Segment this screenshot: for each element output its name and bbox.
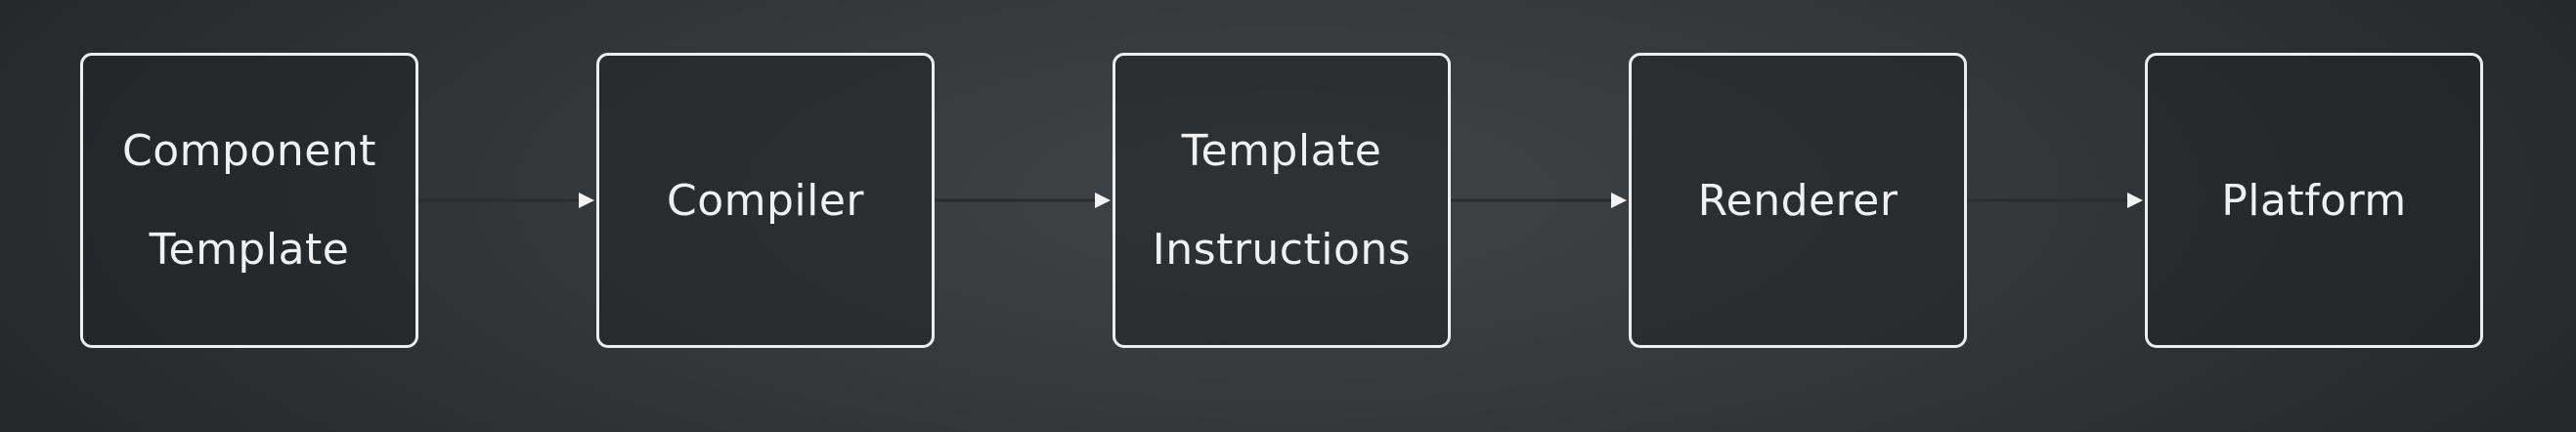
node-label: Component Template (122, 126, 376, 275)
edge-component-template-to-compiler (418, 193, 594, 208)
node-platform: Platform (2145, 53, 2483, 348)
edge-compiler-to-template-instructions (935, 193, 1111, 208)
arrowhead-icon (579, 193, 594, 208)
node-label: Renderer (1697, 175, 1899, 226)
node-label: Platform (2221, 175, 2407, 226)
node-label: Compiler (666, 175, 865, 226)
arrowhead-icon (2127, 193, 2143, 208)
edge-template-instructions-to-renderer (1451, 193, 1627, 208)
node-template-instructions: Template Instructions (1113, 53, 1451, 348)
node-label: Template Instructions (1152, 126, 1412, 275)
edge-renderer-to-platform (1967, 193, 2143, 208)
node-compiler: Compiler (596, 53, 935, 348)
arrowhead-icon (1095, 193, 1111, 208)
node-renderer: Renderer (1629, 53, 1967, 348)
arrowhead-icon (1611, 193, 1627, 208)
node-component-template: Component Template (80, 53, 418, 348)
